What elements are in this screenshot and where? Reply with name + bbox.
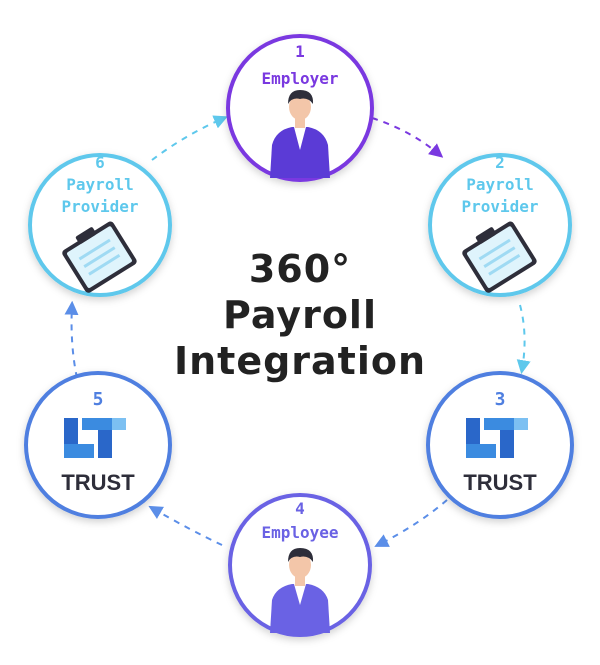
cycle-arrows [64, 115, 531, 547]
node-lt-trust-right: 3 TRUST [426, 371, 574, 519]
node-4-label: Employee [261, 523, 338, 542]
clipboard-icon [462, 221, 537, 293]
lt-trust-logo: TRUST [463, 418, 537, 495]
arrow-2-to-3 [516, 304, 531, 375]
node-6-number: 6 [95, 153, 105, 172]
node-1-label: Employer [261, 69, 338, 88]
trust-wordmark: TRUST [61, 470, 135, 495]
node-payroll-provider-right: 2 Payroll Provider [428, 153, 572, 297]
node-4-number: 4 [295, 499, 305, 518]
node-2-label-line-1: Payroll [466, 175, 533, 194]
employer-person-icon [270, 90, 330, 178]
arrow-6-to-1 [151, 115, 228, 161]
node-6-label-line-2: Provider [61, 197, 138, 216]
lt-trust-logo: TRUST [61, 418, 135, 495]
clipboard-icon [62, 221, 137, 293]
arrow-3-to-4 [374, 499, 448, 547]
node-payroll-provider-left: 6 Payroll Provider [28, 153, 172, 297]
arrow-4-to-5 [148, 505, 223, 546]
node-5-number: 5 [93, 389, 104, 410]
node-3-number: 3 [495, 389, 506, 410]
arrow-1-to-2 [371, 117, 444, 158]
trust-wordmark: TRUST [463, 470, 537, 495]
node-1-number: 1 [295, 42, 305, 61]
node-employer: 1 Employer [226, 34, 374, 182]
node-6-label-line-1: Payroll [66, 175, 133, 194]
employee-person-icon [270, 548, 330, 633]
center-title: 360° Payroll Integration [174, 247, 426, 383]
node-lt-trust-left: 5 TRUST [24, 371, 172, 519]
node-2-label-line-2: Provider [461, 197, 538, 216]
node-2-number: 2 [495, 153, 505, 172]
center-title-line-2: Payroll [223, 293, 377, 337]
center-title-line-3: Integration [174, 339, 426, 383]
center-title-line-1: 360° [249, 247, 351, 291]
node-employee: 4 Employee [228, 493, 372, 637]
arrow-5-to-6 [64, 300, 79, 379]
